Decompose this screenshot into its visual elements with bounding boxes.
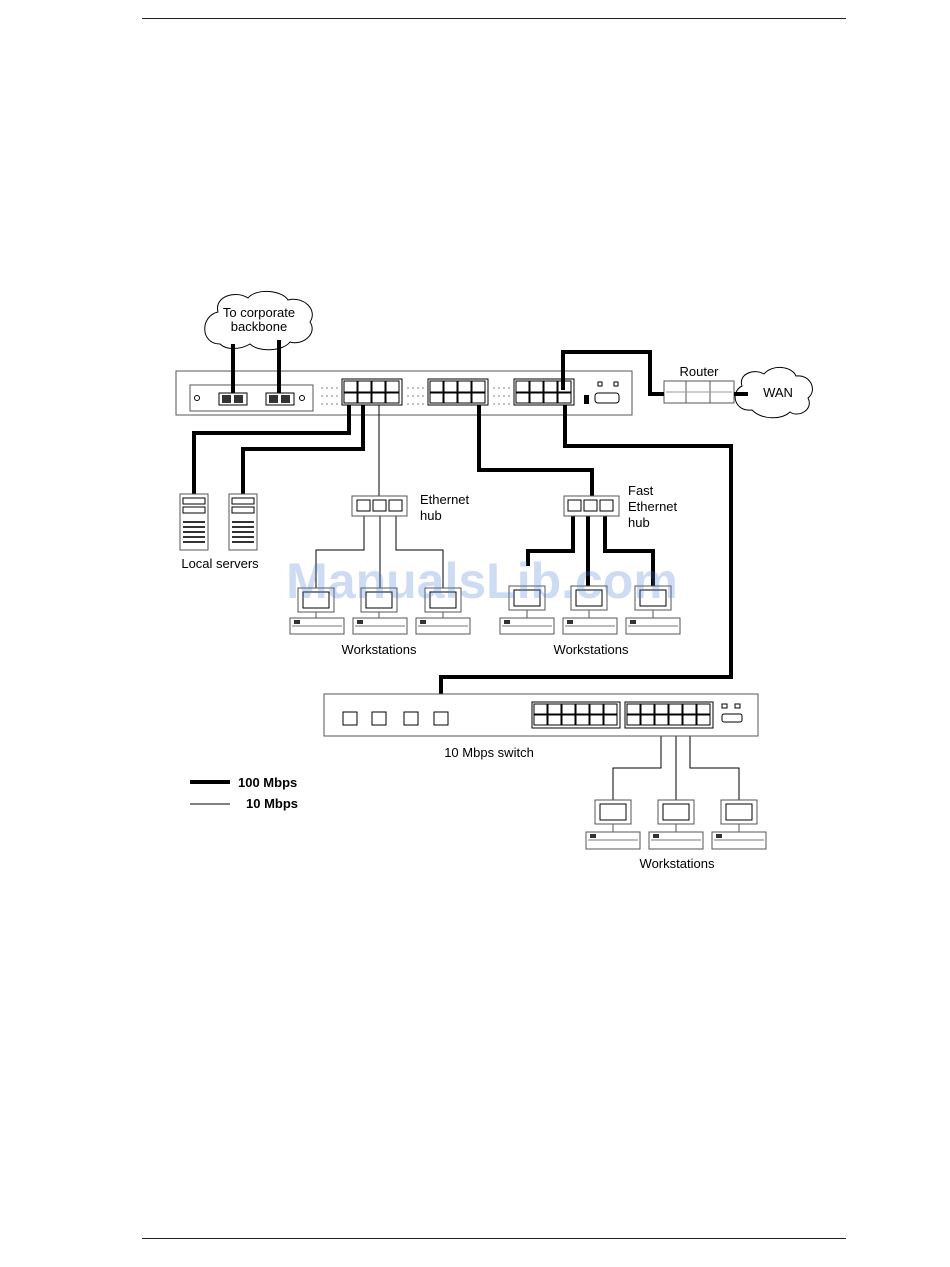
ethernet-hub: Ethernet hub	[352, 492, 470, 523]
fast-ethernet-hub: Fast Ethernet hub	[564, 483, 678, 530]
workstations-group-3: Workstations	[586, 800, 766, 871]
backbone-cloud: To corporate backbone	[205, 291, 313, 349]
switch-10mbps-label: 10 Mbps switch	[444, 745, 534, 760]
router-label: Router	[679, 364, 719, 379]
switch-10mbps: 10 Mbps switch	[324, 694, 758, 760]
server-2	[229, 494, 257, 550]
local-servers: Local servers	[180, 494, 259, 571]
legend-fast-label: 100 Mbps	[238, 775, 297, 790]
workstation	[649, 800, 703, 849]
workstations-label-3: Workstations	[640, 856, 715, 871]
router: Router	[664, 364, 734, 403]
workstation	[712, 800, 766, 849]
ethernet-hub-label-line1: Ethernet	[420, 492, 470, 507]
backbone-label-line1: To corporate	[223, 305, 295, 320]
wan-label: WAN	[763, 385, 793, 400]
workstations-label-2: Workstations	[554, 642, 629, 657]
local-servers-label: Local servers	[181, 556, 259, 571]
legend-slow-label: 10 Mbps	[246, 796, 298, 811]
fast-ethernet-hub-label-line3: hub	[628, 515, 650, 530]
fast-ethernet-hub-label-line2: Ethernet	[628, 499, 678, 514]
watermark: ManualsLib.com	[286, 553, 678, 609]
fast-ethernet-hub-label-line1: Fast	[628, 483, 654, 498]
workstation	[586, 800, 640, 849]
server-1	[180, 494, 208, 550]
ethernet-hub-label-line2: hub	[420, 508, 442, 523]
legend: 100 Mbps 10 Mbps	[190, 775, 298, 811]
backbone-label-line2: backbone	[231, 319, 287, 334]
workstations-label-1: Workstations	[342, 642, 417, 657]
